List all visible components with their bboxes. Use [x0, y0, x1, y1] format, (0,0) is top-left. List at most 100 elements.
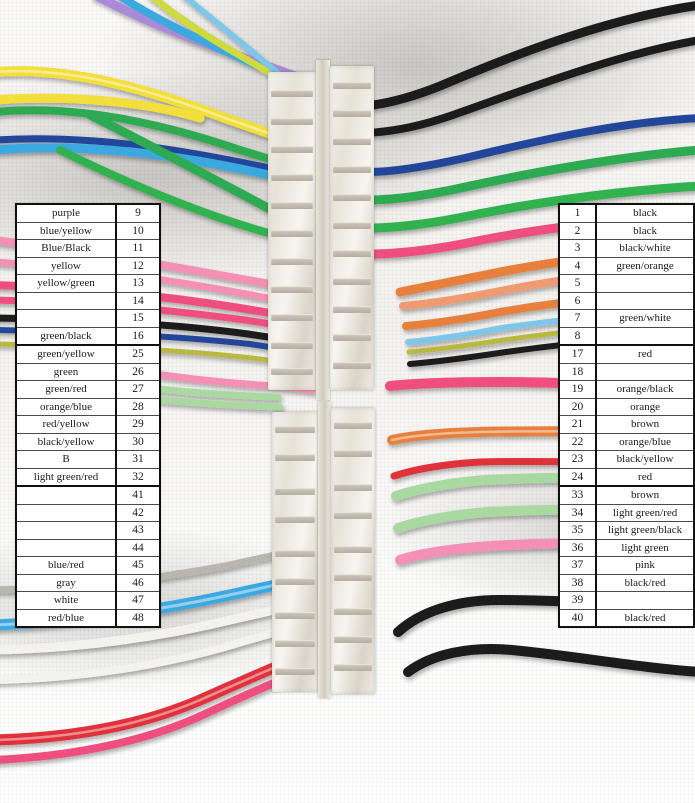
left-pin-number: 31	[115, 450, 161, 469]
table-row: 8	[557, 326, 695, 346]
left-pin-number: 27	[115, 380, 161, 399]
left-wire-color: red/blue	[15, 608, 117, 628]
connector-block-lower-right	[331, 408, 375, 694]
right-pin-number: 2	[557, 221, 597, 240]
left-wire-color: gray	[15, 573, 117, 592]
left-wire-color: blue/red	[15, 556, 117, 575]
left-pin-number: 44	[115, 538, 161, 557]
left-wire-color: yellow	[15, 256, 117, 275]
right-wire-color: red	[595, 344, 695, 364]
right-pin-number: 3	[557, 239, 597, 258]
left-pin-number: 46	[115, 573, 161, 592]
right-pin-number: 18	[557, 362, 597, 381]
left-wire-color	[15, 538, 117, 557]
left-pin-number: 45	[115, 556, 161, 575]
right-wire-color	[595, 291, 695, 310]
left-pin-number: 32	[115, 467, 161, 487]
right-pin-number: 17	[557, 344, 597, 364]
left-wire-color: B	[15, 450, 117, 469]
right-pin-number: 34	[557, 503, 597, 522]
right-wire-color: black/red	[595, 608, 695, 628]
right-pin-number: 8	[557, 326, 597, 346]
left-wire-color: green/red	[15, 380, 117, 399]
right-wire-color: black/white	[595, 239, 695, 258]
right-wire-color: green/white	[595, 309, 695, 328]
right-wire-color	[595, 326, 695, 346]
table-row: 41	[15, 485, 161, 505]
table-row: 14	[15, 291, 161, 310]
left-pin-number: 11	[115, 239, 161, 258]
right-wire-color: pink	[595, 556, 695, 575]
left-wire-color: red/yellow	[15, 415, 117, 434]
right-pin-number: 24	[557, 467, 597, 487]
table-row: 42	[15, 503, 161, 522]
right-wire-color: light green/black	[595, 521, 695, 540]
left-wire-color	[15, 485, 117, 505]
left-wire-color: black/yellow	[15, 432, 117, 451]
left-pin-number: 29	[115, 415, 161, 434]
left-pin-number: 30	[115, 432, 161, 451]
right-wire-color: black	[595, 203, 695, 223]
left-pin-number: 25	[115, 344, 161, 364]
left-pin-number: 41	[115, 485, 161, 505]
right-pin-number: 38	[557, 573, 597, 592]
left-wire-color: green/black	[15, 326, 117, 346]
left-pin-number: 47	[115, 591, 161, 610]
table-row: 43	[15, 521, 161, 540]
right-pin-number: 39	[557, 591, 597, 610]
left-wire-color: blue/yellow	[15, 221, 117, 240]
right-wire-color: black/red	[595, 573, 695, 592]
left-wire-color	[15, 309, 117, 328]
left-wire-color	[15, 503, 117, 522]
left-pin-number: 15	[115, 309, 161, 328]
connector-spine-upper	[316, 60, 330, 400]
left-wire-color: orange/blue	[15, 397, 117, 416]
right-wire-color	[595, 591, 695, 610]
right-pin-number: 5	[557, 274, 597, 293]
right-pin-number: 35	[557, 521, 597, 540]
right-wire-color: light green/red	[595, 503, 695, 522]
right-pin-number: 23	[557, 450, 597, 469]
right-wire-color: red	[595, 467, 695, 487]
right-pin-number: 1	[557, 203, 597, 223]
left-pin-number: 26	[115, 362, 161, 381]
left-pin-number: 42	[115, 503, 161, 522]
table-row: 39	[557, 591, 695, 610]
left-pin-number: 28	[115, 397, 161, 416]
right-pin-number: 33	[557, 485, 597, 505]
table-row: 18	[557, 362, 695, 381]
left-pin-number: 14	[115, 291, 161, 310]
left-pin-number: 12	[115, 256, 161, 275]
right-pin-number: 22	[557, 432, 597, 451]
left-pin-number: 13	[115, 274, 161, 293]
table-row: 6	[557, 291, 695, 310]
right-wire-color	[595, 362, 695, 381]
right-wire-color: brown	[595, 485, 695, 505]
